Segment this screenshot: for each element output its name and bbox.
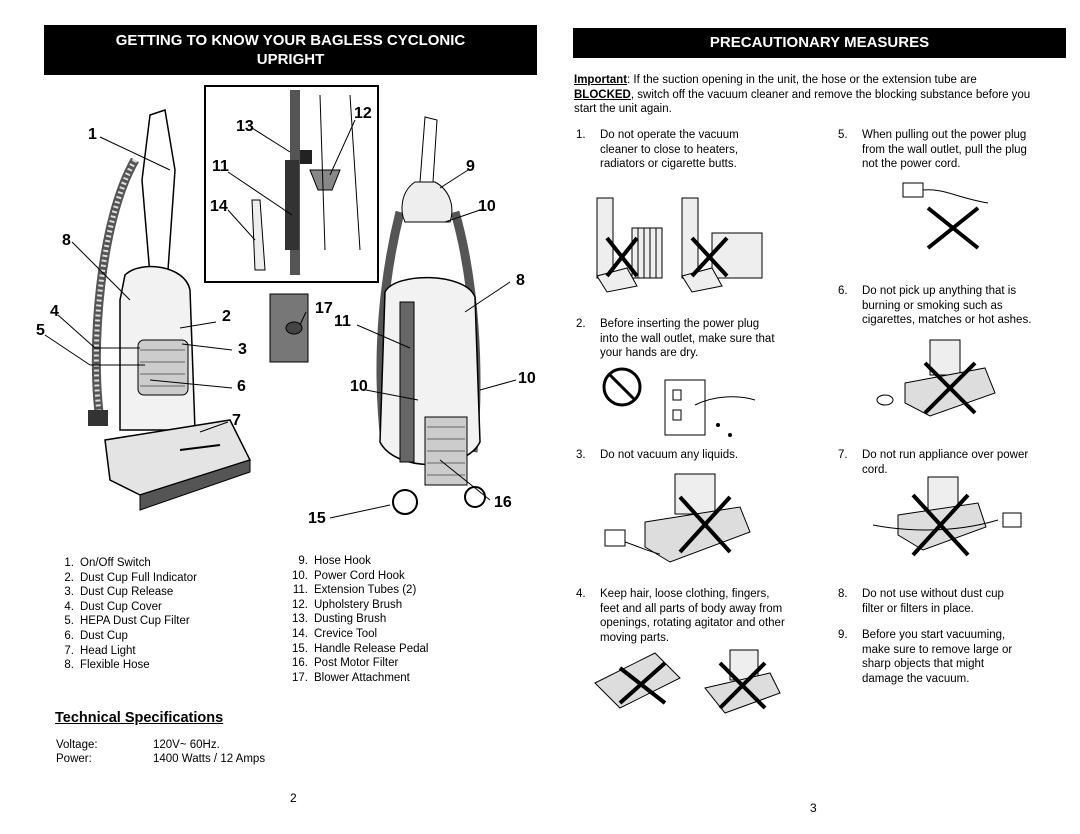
callout-11-inset: 11 bbox=[212, 158, 229, 175]
callout-6: 6 bbox=[237, 378, 246, 395]
callout-8-rear: 8 bbox=[516, 272, 525, 289]
page-number-right: 3 bbox=[810, 801, 817, 815]
callout-4: 4 bbox=[50, 303, 59, 320]
spec-power-label: Power: bbox=[56, 753, 92, 765]
burning-objects-warning-illustration bbox=[876, 339, 996, 417]
list-item: 4.Dust Cup Cover bbox=[64, 600, 162, 613]
parts-list-2: 9.Hose Hook 10.Power Cord Hook 11.Extens… bbox=[282, 554, 428, 685]
list-item: 1.On/Off Switch bbox=[64, 557, 151, 569]
list-item: 12.Upholstery Brush bbox=[292, 598, 403, 611]
callout-10-left: 10 bbox=[350, 378, 368, 395]
spec-voltage-label: Voltage: bbox=[56, 739, 98, 751]
precaution-3: 3. Do not vacuum any liquids. bbox=[576, 449, 739, 461]
callout-16: 16 bbox=[494, 494, 512, 511]
important-text-1: : If the suction opening in the unit, th… bbox=[627, 74, 977, 86]
list-item: 8.Flexible Hose bbox=[64, 659, 150, 672]
right-banner: PRECAUTIONARY MEASURES bbox=[573, 28, 1066, 58]
spec-power-value: 1400 Watts / 12 Amps bbox=[153, 753, 266, 765]
list-item: 13.Dusting Brush bbox=[292, 613, 387, 626]
callout-8-front: 8 bbox=[62, 232, 71, 249]
callout-3: 3 bbox=[238, 341, 247, 358]
vacuum-rear-illustration bbox=[376, 116, 486, 515]
callout-9: 9 bbox=[466, 158, 475, 175]
important-notice: Important: If the suction opening in the… bbox=[574, 73, 1044, 117]
important-label: Important bbox=[574, 74, 628, 86]
callout-7: 7 bbox=[232, 412, 241, 429]
accessories-inset bbox=[204, 85, 379, 283]
precaution-9: 9. Before you start vacuuming,make sure … bbox=[838, 629, 1013, 685]
list-item: 9.Hose Hook bbox=[298, 555, 371, 567]
list-item: 5.HEPA Dust Cup Filter bbox=[64, 615, 190, 628]
left-banner: GETTING TO KNOW YOUR BAGLESS CYCLONIC UP… bbox=[44, 25, 537, 75]
list-item: 11.Extension Tubes (2) bbox=[292, 584, 417, 597]
callout-12: 12 bbox=[354, 105, 372, 122]
list-item: 17.Blower Attachment bbox=[292, 671, 410, 684]
callout-14: 14 bbox=[210, 198, 228, 215]
callout-17: 17 bbox=[315, 300, 333, 317]
blower-attachment-illustration bbox=[269, 293, 309, 363]
precaution-4: 4. Keep hair, loose clothing, fingers,fe… bbox=[576, 588, 785, 644]
list-item: 15.Handle Release Pedal bbox=[292, 642, 429, 655]
wet-hands-warning-illustration bbox=[602, 367, 756, 437]
accessories-illustration bbox=[251, 90, 361, 275]
callout-13: 13 bbox=[236, 118, 254, 135]
list-item: 2.Dust Cup Full Indicator bbox=[64, 571, 197, 584]
vacuum-front-illustration bbox=[88, 109, 252, 511]
list-item: 3.Dust Cup Release bbox=[64, 586, 174, 599]
callout-2: 2 bbox=[222, 308, 231, 325]
callout-5: 5 bbox=[36, 322, 45, 339]
plug-pull-warning-illustration bbox=[902, 182, 989, 250]
power-cord-warning-illustration bbox=[872, 476, 1022, 557]
specs-title: Technical Specifications bbox=[55, 710, 224, 726]
blocked-label: BLOCKED bbox=[574, 88, 631, 101]
callout-10-top: 10 bbox=[478, 198, 496, 215]
spec-voltage-value: 120V~ 60Hz. bbox=[153, 739, 220, 751]
list-item: 16.Post Motor Filter bbox=[292, 657, 399, 670]
moving-parts-warning-illustration bbox=[594, 649, 781, 714]
list-item: 7.Head Light bbox=[64, 644, 136, 657]
left-banner-line1: GETTING TO KNOW YOUR BAGLESS CYCLONIC bbox=[115, 32, 466, 49]
heater-warning-illustration bbox=[596, 197, 763, 293]
callout-leader-lines bbox=[44, 119, 517, 519]
list-item: 6.Dust Cup bbox=[64, 629, 128, 642]
liquid-warning-illustration bbox=[604, 473, 751, 563]
parts-list-1: 1.On/Off Switch 2.Dust Cup Full Indicato… bbox=[56, 556, 197, 673]
callout-15: 15 bbox=[308, 510, 326, 527]
callout-1: 1 bbox=[88, 126, 97, 143]
left-banner-line2: UPRIGHT bbox=[256, 51, 325, 68]
page-number-left: 2 bbox=[290, 791, 297, 805]
list-item: 14.Crevice Tool bbox=[292, 627, 378, 640]
list-item: 10.Power Cord Hook bbox=[292, 569, 405, 582]
callout-11-rear: 11 bbox=[334, 313, 351, 330]
callout-10-right: 10 bbox=[518, 370, 536, 387]
important-text-2: , switch off the vacuum cleaner and remo… bbox=[574, 88, 1031, 116]
